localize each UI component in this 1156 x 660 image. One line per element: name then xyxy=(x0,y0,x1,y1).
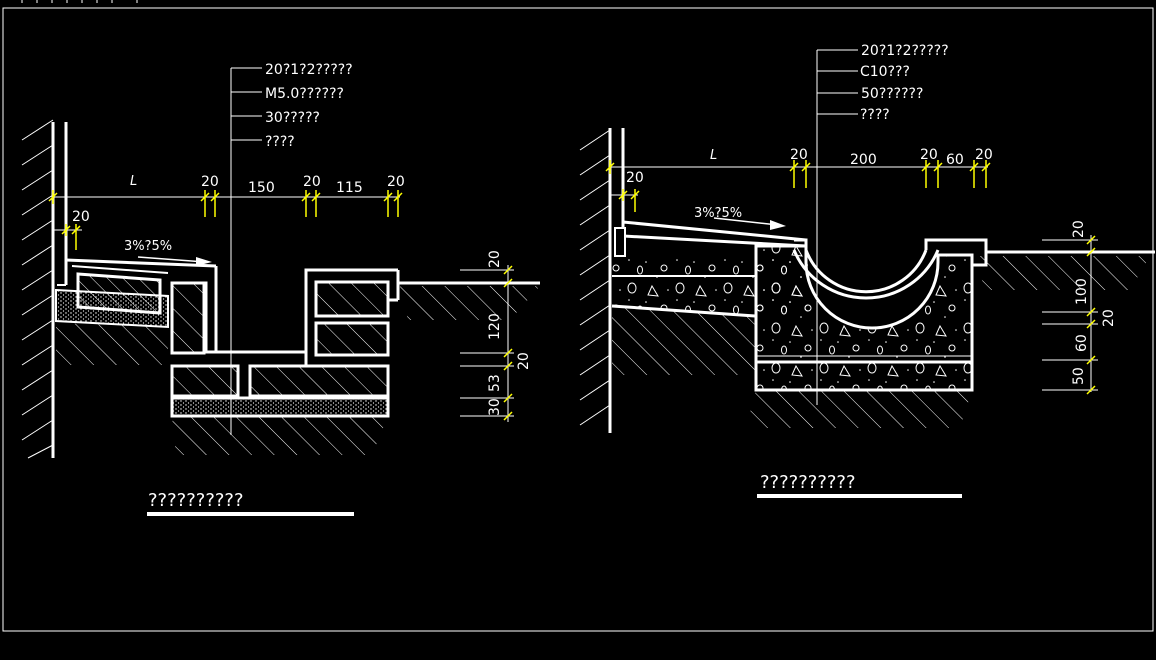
right-wall-dimension xyxy=(610,189,640,212)
right-dim-L: L xyxy=(710,148,717,163)
right-top-dimension-line xyxy=(605,160,991,188)
right-dim-right-2: 100 xyxy=(1074,278,1090,305)
left-apron-brick xyxy=(76,272,162,315)
left-gutter-base-bedding xyxy=(170,396,390,418)
left-dim-right-2: 120 xyxy=(487,313,503,340)
right-right-dimension-line xyxy=(1042,235,1098,395)
right-wall-cap xyxy=(614,227,626,257)
left-dim-right-3: 20 xyxy=(516,352,532,370)
left-callout-2: M5.0?????? xyxy=(265,86,344,102)
title-strip-ticks xyxy=(21,0,138,3)
left-gutter-side-brick xyxy=(170,281,206,355)
left-top-dimension-line xyxy=(48,190,403,217)
right-apron-ground-hatch xyxy=(612,306,755,375)
right-channel-rim-left xyxy=(794,238,808,250)
right-dim-top-1: 20 xyxy=(790,147,808,163)
right-callout-3: 50?????? xyxy=(861,86,923,102)
left-callout-3: 30????? xyxy=(265,110,320,126)
right-dim-wall: 20 xyxy=(626,170,644,186)
left-ground-hatch xyxy=(400,286,540,320)
right-dim-top-5: 20 xyxy=(975,147,993,163)
left-wall-dimension xyxy=(53,224,82,250)
left-slope-arrow xyxy=(137,256,212,266)
right-detail-title: ?????????? xyxy=(760,472,856,493)
left-gutter-bottom-brick-1 xyxy=(170,364,240,398)
right-ground-hatch xyxy=(975,256,1150,290)
right-callout-4: ???? xyxy=(860,107,890,123)
right-dim-top-2: 200 xyxy=(850,152,877,168)
right-dim-right-1: 20 xyxy=(1071,220,1087,238)
right-gutter-body xyxy=(754,244,974,364)
right-gutter-base xyxy=(754,360,974,392)
left-dim-top-3: 20 xyxy=(303,174,321,190)
left-apron-top xyxy=(65,258,217,268)
left-gutter-ground-hatch xyxy=(172,416,388,455)
right-gutter-ground-hatch xyxy=(746,390,972,428)
right-dim-top-3: 20 xyxy=(920,147,938,163)
right-u-channel-outer xyxy=(792,249,940,300)
left-callout-leader xyxy=(230,67,262,435)
left-right-dimension-line xyxy=(460,265,514,422)
left-dim-top-4: 115 xyxy=(336,180,363,196)
right-slope-label: 3%?5% xyxy=(694,206,742,221)
left-apron-ground-hatch xyxy=(56,323,168,365)
left-dim-wall: 20 xyxy=(72,209,90,225)
left-slope-label: 3%?5% xyxy=(124,239,172,254)
left-dim-L: L xyxy=(130,174,137,189)
drawing-frame xyxy=(2,7,1154,632)
left-detail-title: ?????????? xyxy=(148,490,244,511)
left-dim-right-4: 53 xyxy=(487,374,503,392)
right-slope-arrow xyxy=(713,217,786,230)
right-dim-right-4: 60 xyxy=(1074,334,1090,352)
right-callout-2: C10??? xyxy=(860,64,910,80)
left-dim-right-1: 20 xyxy=(487,250,503,268)
right-callout-leader xyxy=(816,49,858,405)
left-building-wall xyxy=(21,119,68,459)
right-callout-1: 20?1?2????? xyxy=(861,43,949,59)
left-callout-4: ???? xyxy=(265,134,295,150)
left-dim-right-5: 30 xyxy=(487,398,503,416)
left-detail: 3%?5% 20?1?2????? M5.0?????? xyxy=(21,62,540,516)
left-callout-1: 20?1?2????? xyxy=(265,62,353,78)
left-dim-top-2: 150 xyxy=(248,180,275,196)
left-apron-top-edge xyxy=(71,265,169,274)
left-gutter-right-brick-1 xyxy=(314,280,390,318)
left-gutter-right-brick-2 xyxy=(314,321,390,357)
right-detail: 3%?5% 20?1?2????? C10??? 50?????? ???? xyxy=(579,43,1155,498)
left-dim-top-5: 20 xyxy=(387,174,405,190)
right-dim-top-4: 60 xyxy=(946,152,964,168)
left-gutter-bottom-brick-2 xyxy=(248,364,390,398)
left-dim-top-1: 20 xyxy=(201,174,219,190)
right-dim-right-3: 20 xyxy=(1101,309,1117,327)
right-dim-right-5: 50 xyxy=(1071,367,1087,385)
